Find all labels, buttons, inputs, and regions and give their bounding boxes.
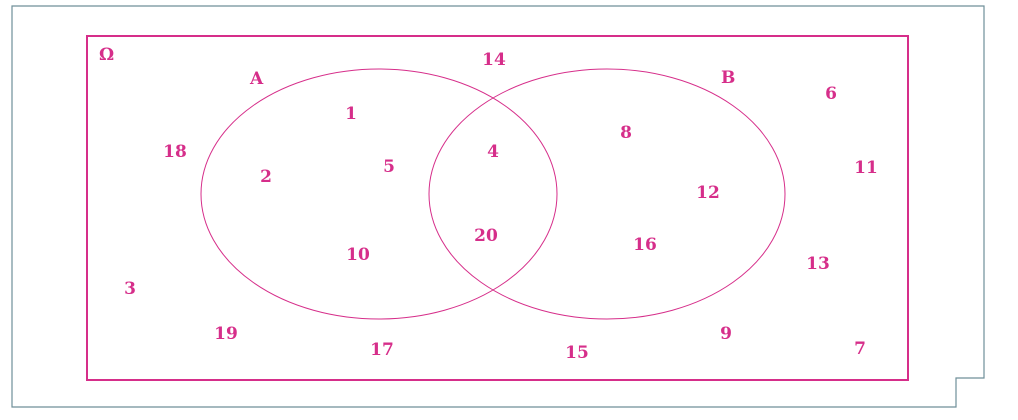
element-only-a: 1	[345, 104, 357, 124]
element-outside: 3	[124, 279, 136, 299]
element-outside: 19	[214, 324, 238, 344]
element-intersection: 4	[487, 142, 499, 162]
element-only-a: 2	[260, 167, 272, 187]
element-only-b: 12	[696, 183, 720, 203]
element-only-a: 5	[383, 157, 395, 177]
element-only-b: 8	[620, 123, 632, 143]
set-a-label: A	[249, 69, 264, 89]
universe-label: Ω	[99, 45, 114, 65]
element-outside: 14	[482, 50, 506, 70]
element-outside: 15	[565, 343, 589, 363]
page-frame	[11, 5, 985, 408]
element-outside: 6	[825, 84, 837, 104]
element-outside: 18	[163, 142, 187, 162]
set-b-label: B	[721, 68, 735, 88]
element-outside: 9	[720, 324, 732, 344]
element-outside: 17	[370, 340, 394, 360]
element-intersection: 20	[474, 226, 498, 246]
element-only-b: 16	[633, 235, 657, 255]
element-outside: 7	[854, 339, 866, 359]
set-a-ellipse	[200, 68, 558, 320]
universal-set-box	[86, 35, 909, 381]
element-only-a: 10	[346, 245, 370, 265]
element-outside: 13	[806, 254, 830, 274]
element-outside: 11	[854, 158, 878, 178]
set-b-ellipse	[428, 68, 786, 320]
